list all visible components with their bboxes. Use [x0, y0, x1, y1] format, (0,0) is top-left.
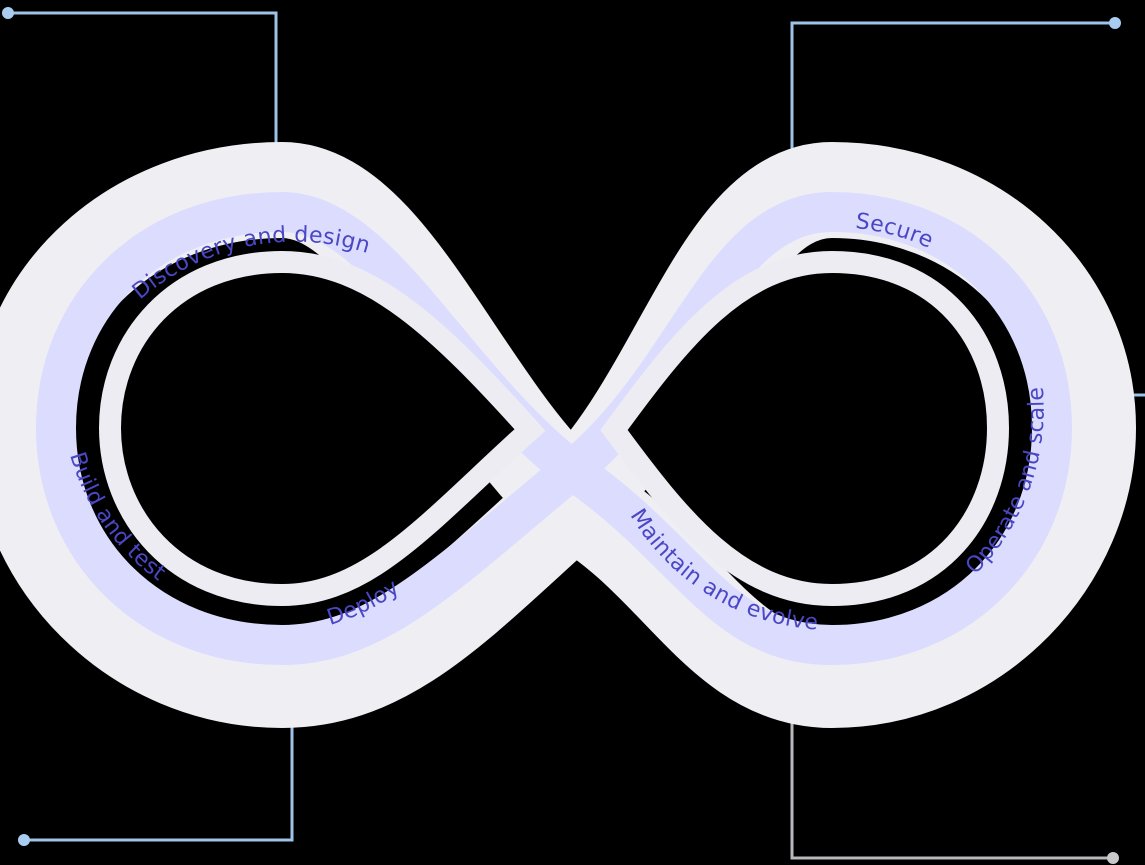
- devops-infinity-diagram: Discovery and design Build and test Depl…: [0, 0, 1145, 865]
